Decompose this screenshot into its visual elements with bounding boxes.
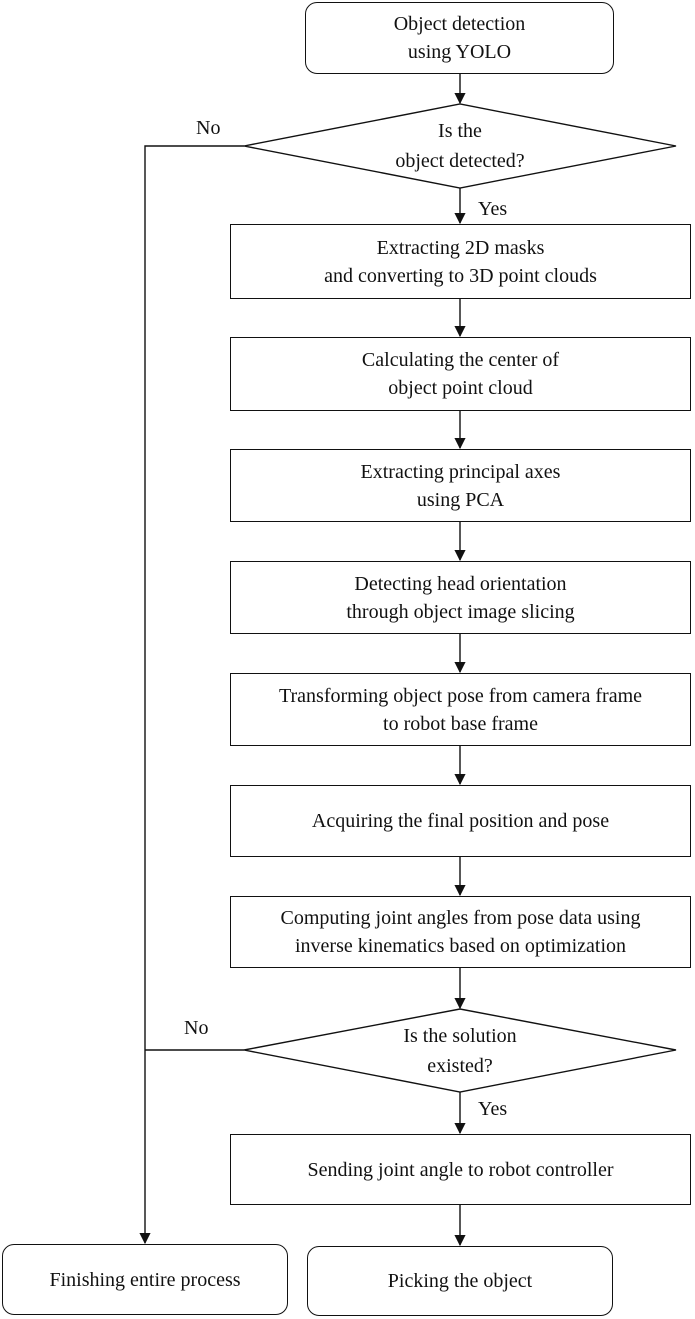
decision1-no-label: No: [196, 117, 221, 139]
decision2-text: Is the solution existed?: [330, 1018, 590, 1084]
step-extract-masks-line-2: and converting to 3D point clouds: [324, 264, 597, 287]
start-node-line-2: using YOLO: [407, 41, 512, 63]
step-transform-pose: Transforming object pose from camera fra…: [230, 673, 691, 746]
step-center-point-cloud-line-1: Calculating the center of: [361, 349, 560, 371]
no-path-decision1: [139, 145, 244, 1245]
step-final-pose-line-1: Acquiring the final position and pose: [311, 810, 610, 832]
decision2-line-1: Is the solution: [403, 1025, 517, 1047]
step-head-orientation: Detecting head orientation through objec…: [230, 561, 691, 634]
decision1-line-2: object detected?: [395, 150, 525, 172]
step-principal-axes-line-1: Extracting principal axes: [360, 460, 561, 483]
start-node-line-1: Object detection: [393, 13, 526, 35]
end-finishing-process: Finishing entire process: [2, 1244, 288, 1315]
step-head-orientation-line-2: through object image slicing: [346, 600, 575, 623]
decision1-text: Is the object detected?: [330, 113, 590, 179]
step-send-joint-angle-line-1: Sending joint angle to robot controller: [307, 1158, 614, 1181]
step-center-point-cloud-line-2: object point cloud: [388, 377, 533, 399]
step-joint-angles-line-2: inverse kinematics based on optimization: [294, 935, 627, 957]
end-picking-object-line-1: Picking the object: [387, 1270, 533, 1292]
step-extract-masks-line-1: Extracting 2D masks: [376, 236, 545, 259]
decision2-no-label: No: [184, 1017, 209, 1039]
step-center-point-cloud: Calculating the center of object point c…: [230, 337, 691, 411]
step-principal-axes: Extracting principal axes using PCA: [230, 449, 691, 522]
step-joint-angles: Computing joint angles from pose data us…: [230, 896, 691, 968]
step-joint-angles-line-1: Computing joint angles from pose data us…: [280, 907, 641, 929]
step-head-orientation-line-1: Detecting head orientation: [354, 572, 567, 595]
step-transform-pose-line-1: Transforming object pose from camera fra…: [278, 684, 643, 707]
step-transform-pose-line-2: to robot base frame: [383, 712, 538, 735]
decision2-diamond: [243, 1008, 677, 1093]
decision1-diamond: [243, 103, 677, 189]
step-extract-masks: Extracting 2D masks and converting to 3D…: [230, 224, 691, 299]
step-principal-axes-line-2: using PCA: [416, 488, 505, 511]
decision2-yes-label: Yes: [478, 1098, 508, 1120]
step-send-joint-angle: Sending joint angle to robot controller: [230, 1134, 691, 1205]
decision1-yes-label: Yes: [478, 198, 508, 220]
end-picking-object: Picking the object: [307, 1246, 613, 1316]
end-finishing-process-line-1: Finishing entire process: [49, 1268, 241, 1291]
decision1-line-1: Is the: [438, 120, 482, 142]
start-node: Object detection using YOLO: [305, 2, 614, 74]
step-final-pose: Acquiring the final position and pose: [230, 785, 691, 857]
decision2-line-2: existed?: [427, 1055, 493, 1077]
